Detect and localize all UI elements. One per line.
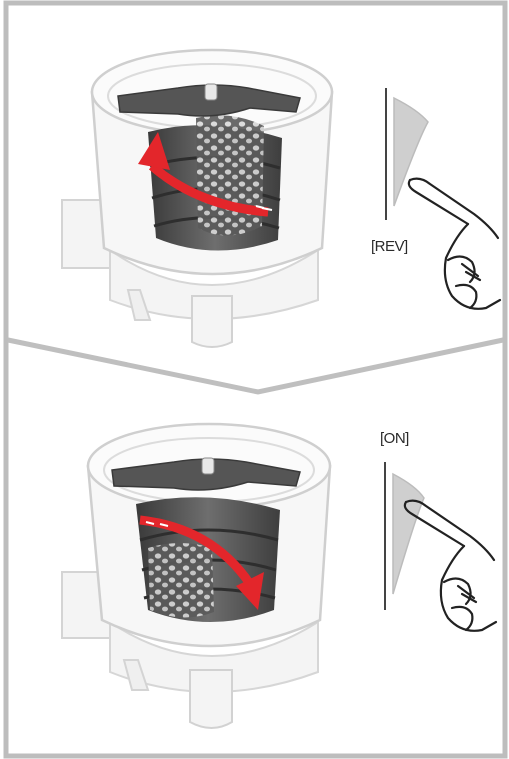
rev-button-label: [REV]	[371, 238, 408, 255]
hand-pointer-icon	[409, 179, 500, 309]
panel-divider	[8, 340, 503, 392]
juicer-top	[62, 50, 332, 347]
on-button-label: [ON]	[380, 430, 409, 447]
hand-pointer-icon	[405, 501, 496, 631]
control-panel-bottom	[385, 462, 424, 610]
control-panel-top	[386, 88, 428, 220]
juicer-bottom	[62, 424, 330, 728]
